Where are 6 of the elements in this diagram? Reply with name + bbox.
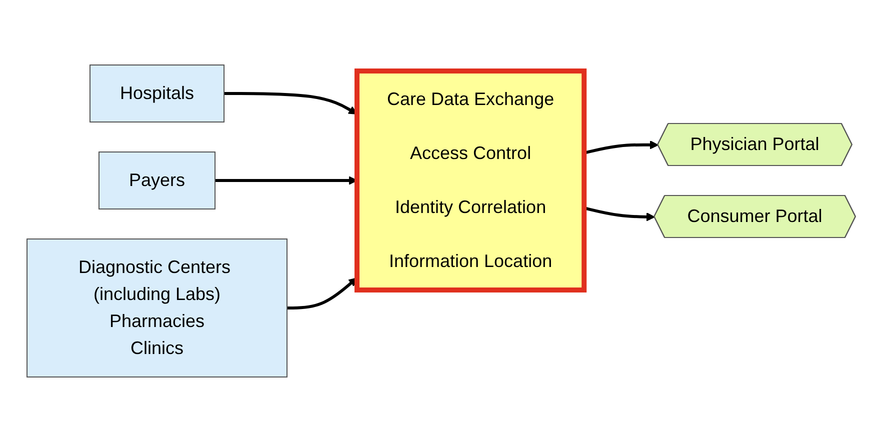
arrow [584,140,659,154]
node-box: Payers [98,151,216,209]
node-box: Care Data Exchange Access Control Identity Correlation Information Location [354,68,587,292]
node-box: Hospitals [90,64,225,122]
arrow [584,206,656,221]
node-box: Diagnostic Centers (including Labs) Pharmacies Clinics [26,238,288,377]
